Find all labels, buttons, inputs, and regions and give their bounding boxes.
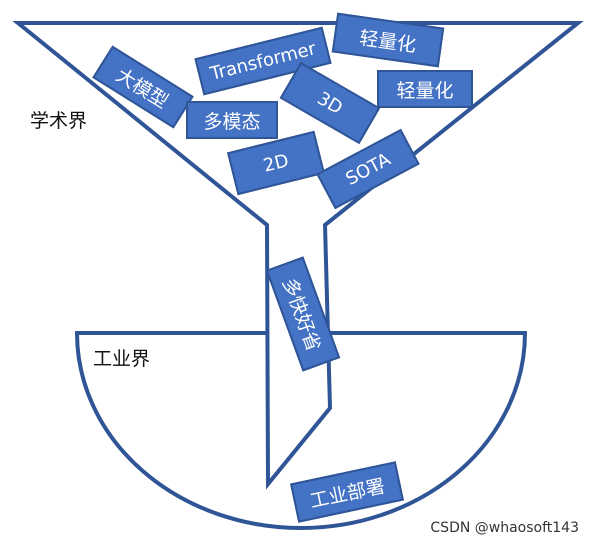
- academia-funnel: [12, 21, 584, 490]
- watermark: CSDN @whaosoft143: [430, 520, 579, 536]
- tag-multimodal: 多模态: [186, 101, 278, 139]
- academia-label: 学术界: [30, 110, 88, 132]
- industry-bowl: [74, 331, 528, 530]
- industry-label: 工业界: [93, 348, 151, 370]
- tag-lightweight-right: 轻量化: [377, 70, 473, 108]
